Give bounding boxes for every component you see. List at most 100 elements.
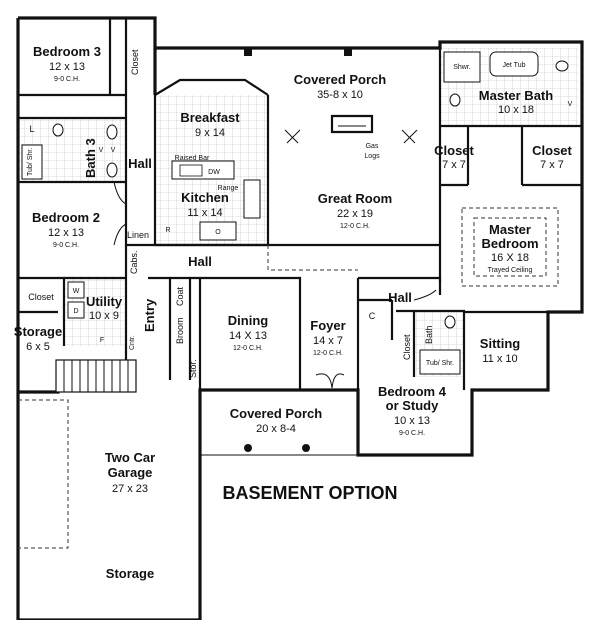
front-porch-outline bbox=[199, 390, 358, 456]
garage-dims: 27 x 23 bbox=[112, 483, 148, 495]
master-bath-name: Master Bath bbox=[479, 88, 553, 103]
garage-name1: Two Car bbox=[105, 450, 155, 465]
foyer-name: Foyer bbox=[310, 318, 345, 333]
room-bedroom3: Bedroom 3 12 x 13 9-0 C.H. bbox=[33, 44, 101, 83]
gas-logs-line1: Gas bbox=[366, 143, 379, 150]
bedroom4-dims: 10 x 13 bbox=[394, 415, 430, 427]
master-bath-dims: 10 x 18 bbox=[498, 104, 534, 116]
room-closet-b: Closet 7 x 7 bbox=[532, 143, 572, 171]
range-label: Range bbox=[218, 185, 239, 192]
room-sitting: Sitting 11 x 10 bbox=[480, 336, 520, 365]
dryer bbox=[67, 301, 85, 319]
bath-right-closet: Closet bbox=[402, 334, 412, 360]
bedroom4-name2: or Study bbox=[386, 398, 439, 413]
coat-label: Coat bbox=[175, 286, 185, 306]
utility-dims: 10 x 9 bbox=[89, 310, 119, 322]
bath3-v1-label: V bbox=[111, 147, 116, 154]
room-foyer: Foyer 14 x 7 12-0 C.H. bbox=[310, 318, 345, 357]
dryer-label: D bbox=[73, 308, 78, 315]
room-bath-right: Bath Closet Tub/ Shr. bbox=[402, 325, 454, 367]
porch-post bbox=[244, 48, 252, 56]
porch-post bbox=[344, 48, 352, 56]
basement-stairs bbox=[55, 359, 137, 393]
freezer-label: F bbox=[100, 337, 104, 344]
master-bedroom-ceiling: Trayed Ceiling bbox=[488, 267, 533, 274]
entry-label: Entry bbox=[142, 298, 157, 332]
kitchen-name: Kitchen bbox=[181, 190, 229, 205]
vanity-label: V bbox=[568, 101, 573, 108]
raised-bar-label: Raised Bar bbox=[175, 155, 210, 162]
garage-name2: Garage bbox=[108, 465, 153, 480]
hall-right-label: Hall bbox=[388, 290, 412, 305]
washer bbox=[67, 281, 85, 299]
broom-label: Broom bbox=[175, 317, 185, 344]
room-bedroom4: Bedroom 4 or Study 10 x 13 9-0 C.H. bbox=[378, 384, 447, 437]
great-room-divider bbox=[267, 245, 358, 271]
room-storage-small: Storage 6 x 5 bbox=[14, 324, 62, 353]
room-bath3: Bath 3 Tub/ Shr. L V V bbox=[27, 124, 116, 178]
refrigerator-label: R bbox=[165, 227, 170, 234]
room-master-bedroom: Master Bedroom 16 X 18 Trayed Ceiling bbox=[481, 222, 538, 274]
hall-left-label: Hall bbox=[128, 156, 152, 171]
master-bedroom-name1: Master bbox=[489, 222, 531, 237]
bedroom3-name: Bedroom 3 bbox=[33, 44, 101, 59]
front-porch-dims: 20 x 8-4 bbox=[256, 423, 296, 435]
closet-b-name: Closet bbox=[532, 143, 572, 158]
foyer-ceiling: 12-0 C.H. bbox=[313, 350, 343, 357]
gas-logs-line2: Logs bbox=[364, 153, 380, 160]
tray-ceiling-outline bbox=[461, 207, 559, 287]
bath3-name: Bath 3 bbox=[83, 138, 98, 178]
room-great-room: Great Room 22 x 19 12-0 C.H. bbox=[318, 191, 392, 230]
bedroom3-dims: 12 x 13 bbox=[49, 61, 85, 73]
shower-label: Shwr. bbox=[453, 64, 471, 71]
bedroom3-ceiling: 9-0 C.H. bbox=[54, 76, 80, 83]
oven-label: O bbox=[215, 229, 221, 236]
great-room-dims: 22 x 19 bbox=[337, 208, 373, 220]
room-dining: Dining 14 X 13 12-0 C.H. bbox=[228, 313, 268, 352]
washer-label: W bbox=[73, 288, 80, 295]
breakfast-dims: 9 x 14 bbox=[195, 127, 225, 139]
room-covered-porch-front: Covered Porch 20 x 8-4 bbox=[230, 406, 323, 435]
kitchen-dims: 11 x 14 bbox=[187, 207, 222, 219]
bedroom2-dims: 12 x 13 bbox=[48, 227, 84, 239]
hall-center-label: Hall bbox=[188, 254, 212, 269]
storage-small-name: Storage bbox=[14, 324, 62, 339]
storage-small-dims: 6 x 5 bbox=[26, 341, 50, 353]
room-kitchen: Kitchen 11 x 14 Raised Bar DW Range R O bbox=[165, 155, 238, 236]
sitting-dims: 11 x 10 bbox=[482, 353, 517, 365]
foyer-dims: 14 x 7 bbox=[313, 335, 343, 347]
bath3-v2-label: V bbox=[99, 147, 104, 154]
basement-option-label: BASEMENT OPTION bbox=[222, 483, 397, 503]
stor-label: Stor. bbox=[188, 359, 198, 378]
room-bedroom2: Bedroom 2 12 x 13 9-0 C.H. bbox=[32, 210, 100, 249]
linen-label: Linen bbox=[127, 230, 149, 240]
bath3-tub-label: Tub/ Shr. bbox=[27, 148, 34, 176]
room-garage: Two Car Garage 27 x 23 bbox=[105, 450, 155, 495]
counter-label: Cntr. bbox=[129, 335, 136, 350]
room-breakfast: Breakfast 9 x 14 bbox=[180, 110, 240, 139]
bath-right-name: Bath bbox=[424, 325, 434, 344]
kitchen-fixtures bbox=[171, 160, 261, 241]
garage-bay-divider bbox=[18, 399, 69, 549]
c-closet-label: C bbox=[369, 311, 376, 321]
closet-left-label: Closet bbox=[28, 292, 54, 302]
bath-fixtures bbox=[21, 51, 569, 375]
room-covered-porch-rear: Covered Porch 35-8 x 10 bbox=[294, 72, 387, 101]
master-bedroom-dims: 16 X 18 bbox=[491, 252, 529, 264]
bedroom3-closet-label: Closet bbox=[130, 49, 140, 75]
dining-ceiling: 12-0 C.H. bbox=[233, 345, 263, 352]
bath-right-tub: Tub/ Shr. bbox=[426, 360, 454, 367]
dining-name: Dining bbox=[228, 313, 268, 328]
cabs-label: Cabs. bbox=[129, 250, 139, 274]
rear-porch-name: Covered Porch bbox=[294, 72, 387, 87]
rear-porch-dims: 35-8 x 10 bbox=[317, 89, 363, 101]
master-bedroom-name2: Bedroom bbox=[481, 236, 538, 251]
jet-tub-label: Jet Tub bbox=[503, 62, 526, 69]
sitting-name: Sitting bbox=[480, 336, 520, 351]
great-room-ceiling: 12-0 C.H. bbox=[340, 223, 370, 230]
fireplace bbox=[330, 114, 374, 134]
room-utility: Utility 10 x 9 W D F Cntr. bbox=[73, 288, 136, 350]
closet-a-name: Closet bbox=[434, 143, 474, 158]
